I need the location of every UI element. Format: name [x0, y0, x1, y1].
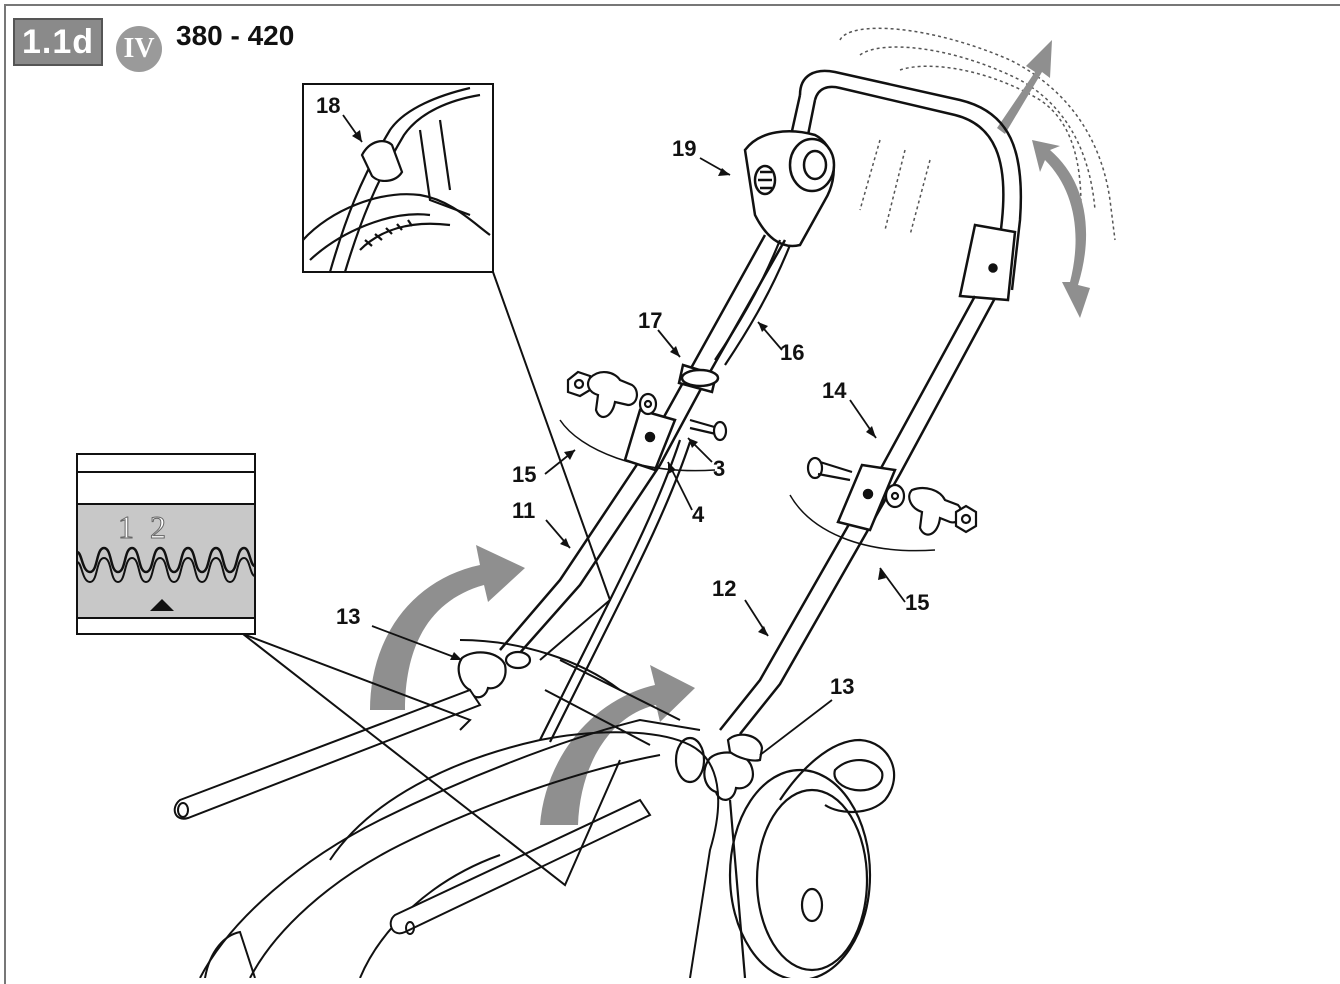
callout-14: 14: [822, 378, 847, 403]
inset-cable-guide: [302, 83, 494, 273]
switch-box: [743, 130, 836, 248]
callout-15-right: 15: [905, 590, 929, 615]
callout-19: 19: [672, 136, 696, 161]
handle-alt-position-outline: [839, 27, 1116, 241]
position-marker-icon: [150, 599, 174, 611]
inset-leader-lines: [242, 271, 621, 887]
model-range: 380 - 420: [176, 20, 295, 51]
callout-11: 11: [512, 498, 535, 523]
adjust-arc: [559, 419, 936, 552]
right-handle-joint: [836, 463, 897, 532]
power-cable: [539, 239, 792, 743]
handle-fold-arrow: [997, 40, 1090, 318]
carry-handle: [779, 738, 896, 814]
notch-digit-2: 2: [150, 509, 166, 545]
right-fastener-set: [806, 456, 978, 536]
callout-18: 18: [316, 93, 340, 118]
rear-wheel: [728, 768, 872, 978]
callout-16: 16: [780, 340, 804, 365]
callout-arrowheads: [352, 130, 886, 660]
inset-notch-positions: 1 2: [76, 453, 256, 635]
callout-12: 12: [712, 576, 736, 601]
callout-3: 3: [713, 456, 725, 481]
front-wheel-left: [204, 930, 256, 978]
callout-15-left: 15: [512, 462, 536, 487]
notch-digit-1: 1: [118, 509, 134, 545]
mower-body: [173, 639, 720, 978]
clamp-knob-left: [457, 650, 532, 699]
left-fastener-set: [566, 370, 728, 442]
handle-grip-right: [958, 223, 1017, 302]
callout-4: 4: [692, 502, 705, 527]
left-handle-joint: [623, 408, 677, 472]
page-frame: [4, 4, 1340, 984]
rotate-arrow-right: [540, 665, 695, 825]
callout-17: 17: [638, 308, 662, 333]
callout-13-right: 13: [830, 674, 854, 699]
callout-13-left: 13: [336, 604, 360, 629]
rotate-arrow-left: [370, 545, 525, 710]
roman-numeral-badge: IV: [116, 26, 162, 72]
cable-clip: [677, 363, 720, 394]
section-tag: 1.1d: [13, 18, 103, 66]
right-lower-handle: [719, 295, 997, 735]
